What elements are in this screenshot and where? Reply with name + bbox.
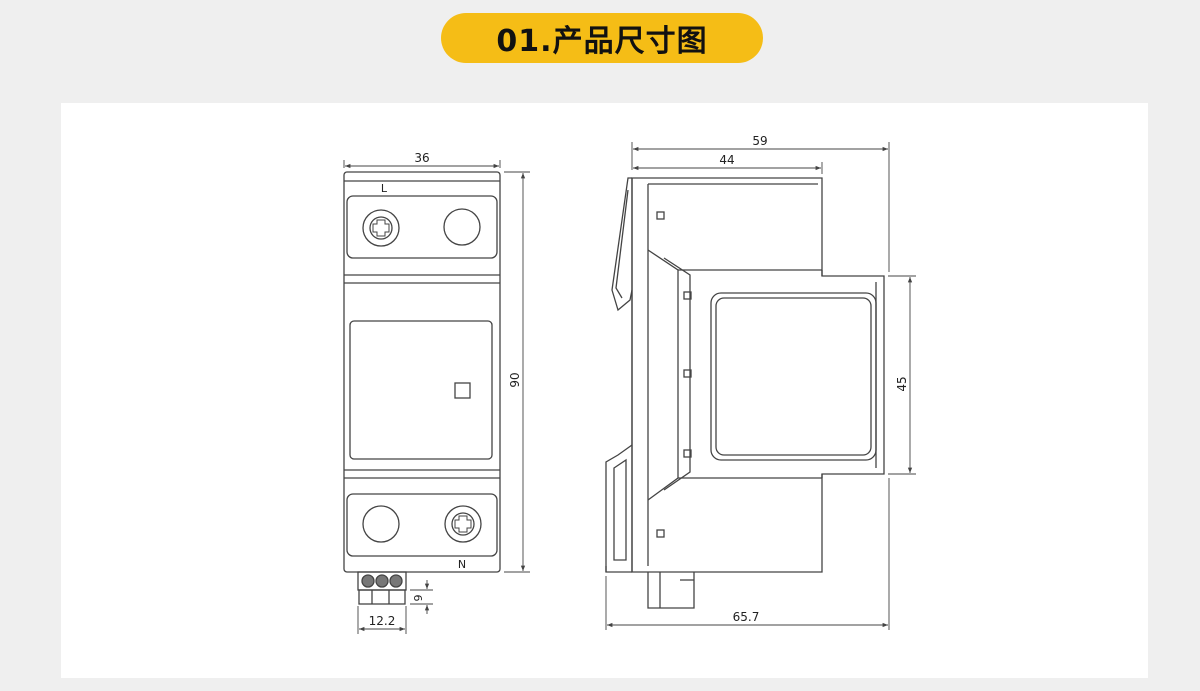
side-overall-width-label: 59: [752, 134, 767, 148]
screw-icon: [444, 505, 482, 543]
front-window: [349, 320, 493, 460]
front-view: [343, 160, 530, 634]
side-view: [605, 142, 916, 630]
terminal-n-label: N: [458, 558, 466, 571]
terminal-hole-icon: [362, 505, 400, 543]
side-connector: [647, 572, 695, 609]
front-width-label: 36: [414, 151, 429, 165]
front-base-width-label: 12.2: [369, 614, 396, 628]
side-marker: [656, 211, 665, 220]
page-title-pill: 01.产品尺寸图: [441, 13, 763, 63]
rail-clip-bottom: [605, 444, 633, 573]
terminal-hole-icon: [443, 208, 481, 246]
connector-pins: [357, 571, 407, 605]
dimension-drawing: 36 90 L N 9 12.2: [343, 134, 916, 634]
side-window: [710, 292, 877, 461]
page-title: 01.产品尺寸图: [496, 24, 708, 59]
side-base-width-label: 65.7: [733, 610, 760, 624]
side-window-height-label: 45: [895, 376, 909, 391]
indicator-square: [454, 382, 471, 399]
screw-icon: [362, 209, 400, 247]
side-marker: [683, 369, 692, 378]
side-marker: [683, 291, 692, 300]
front-base-height-label: 9: [412, 595, 425, 602]
side-marker: [656, 529, 665, 538]
front-body-outline: [343, 171, 501, 573]
front-height-label: 90: [508, 372, 522, 387]
drawing-panel: 36 90 L N 9 12.2: [61, 103, 1148, 678]
side-body-width-label: 44: [719, 153, 734, 167]
bottom-terminal-block: [346, 493, 498, 557]
side-marker: [683, 449, 692, 458]
rail-clip-top: [611, 177, 633, 312]
top-terminal-block: [346, 195, 498, 259]
terminal-l-label: L: [381, 182, 388, 195]
side-body-outline: [631, 177, 885, 573]
